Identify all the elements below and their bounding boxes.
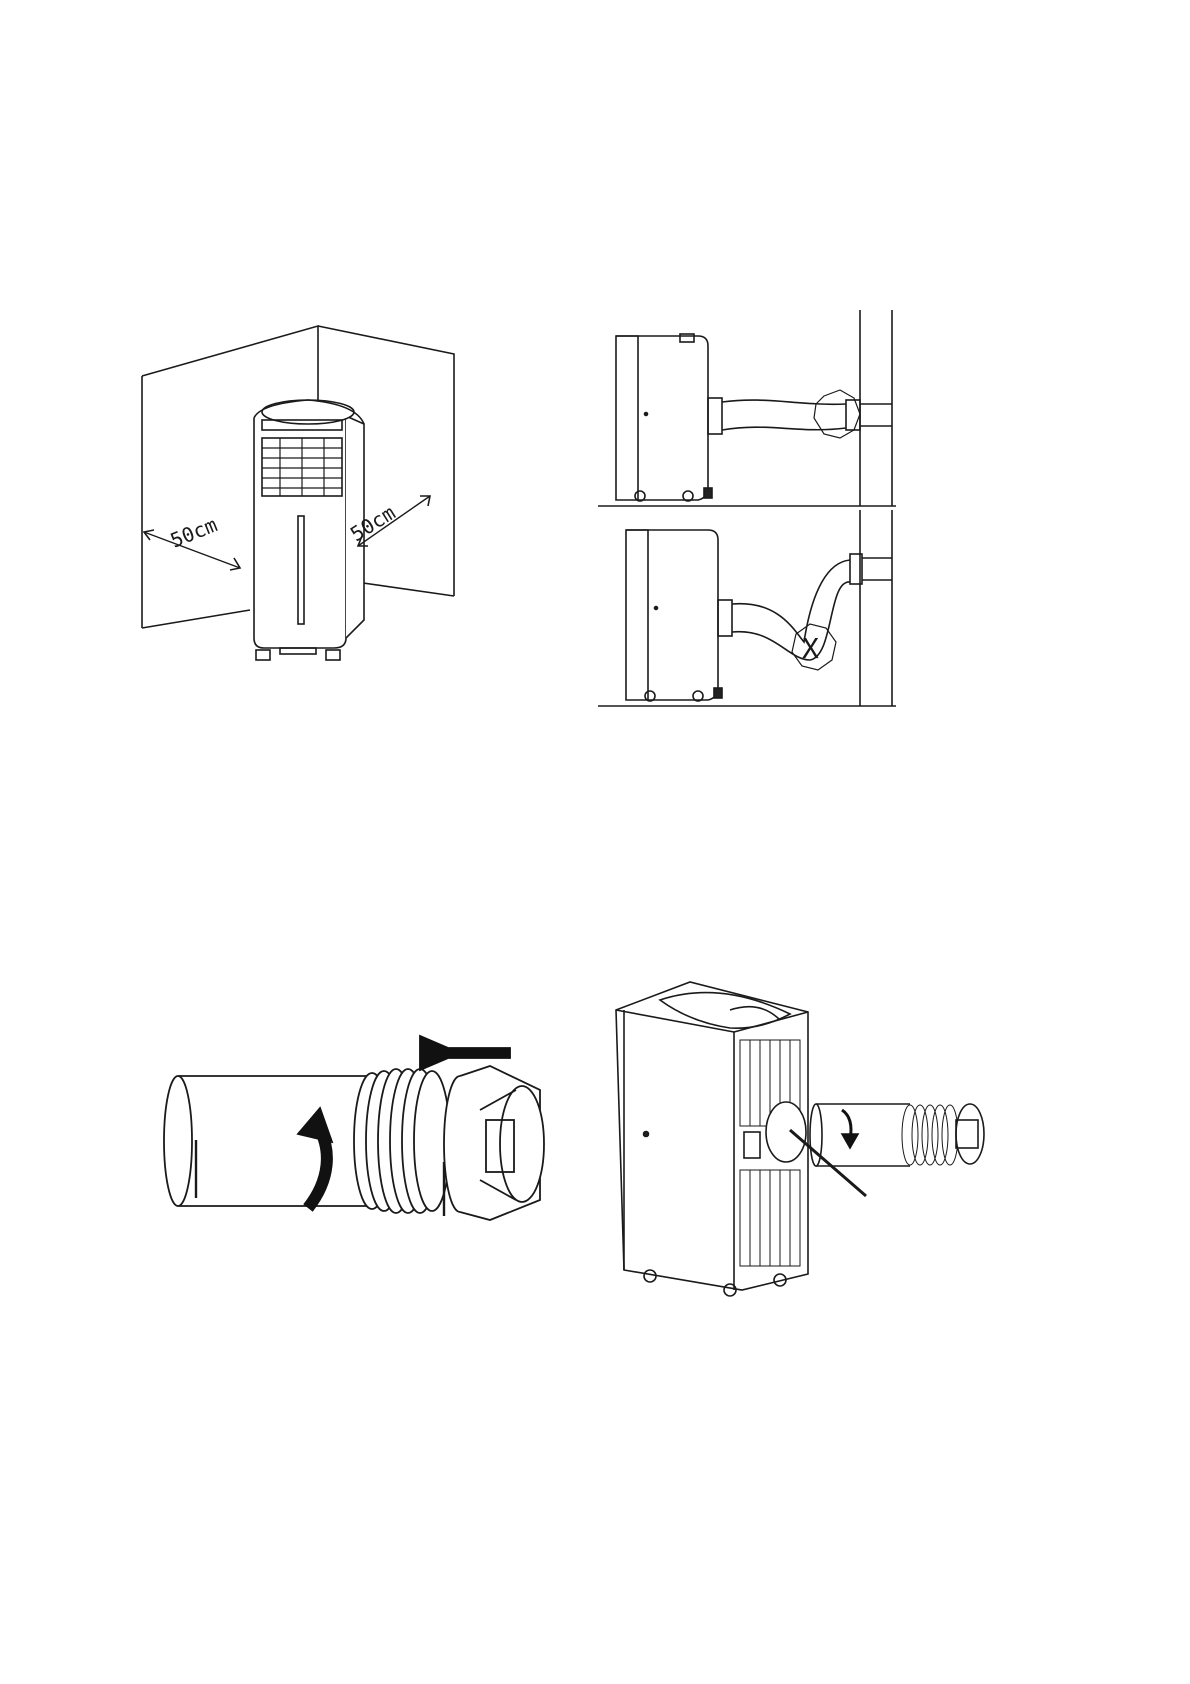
figure-hose-wrong: X xyxy=(598,510,898,710)
clearance-drawing: 50cm 50cm xyxy=(130,320,470,670)
hose-correct-drawing xyxy=(598,310,898,510)
hose-wrong-mark: X xyxy=(802,632,819,665)
clearance-left-label: 50cm xyxy=(167,512,221,552)
figure-clearance: 50cm 50cm xyxy=(130,320,470,670)
figure-hose-assembly xyxy=(160,1030,560,1310)
figure-hose-correct xyxy=(598,310,898,510)
figure-hose-attach xyxy=(610,970,1010,1310)
hose-assembly-drawing xyxy=(160,1030,560,1310)
hose-wrong-drawing: X xyxy=(598,510,898,710)
hose-attach-drawing xyxy=(610,970,1010,1310)
